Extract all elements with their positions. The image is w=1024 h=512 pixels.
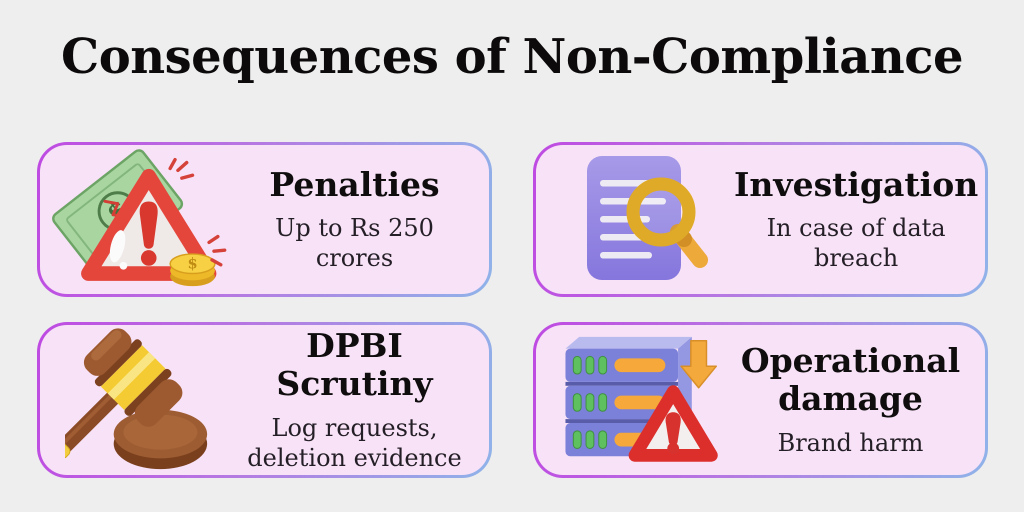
card-subtitle-penalties: Up to Rs 250 crores <box>275 214 434 273</box>
card-investigation: Investigation In case of data breach <box>533 142 988 297</box>
gavel-icon <box>40 325 238 475</box>
card-title-operational-damage: Operational damage <box>740 341 961 418</box>
card-title-investigation: Investigation <box>734 164 979 204</box>
card-subtitle-dpbi-scrutiny: Log requests, deletion evidence <box>247 413 462 472</box>
document-search-icon <box>536 145 734 294</box>
svg-text:$: $ <box>187 255 197 272</box>
page-title: Consequences of Non-Compliance <box>61 29 963 85</box>
card-subtitle-operational-damage: Brand harm <box>777 428 924 457</box>
card-penalties: $ $ <box>37 142 492 297</box>
card-title-dpbi-scrutiny: DPBI Scrutiny <box>276 326 433 403</box>
money-warning-icon: $ $ <box>40 145 238 294</box>
server-warning-icon <box>536 325 734 475</box>
card-operational-damage: Operational damage Brand harm <box>533 322 988 478</box>
card-dpbi-scrutiny: DPBI Scrutiny Log requests, deletion evi… <box>37 322 492 478</box>
card-subtitle-investigation: In case of data breach <box>766 214 946 273</box>
cards-grid: $ $ <box>37 142 988 478</box>
card-title-penalties: Penalties <box>269 164 440 204</box>
